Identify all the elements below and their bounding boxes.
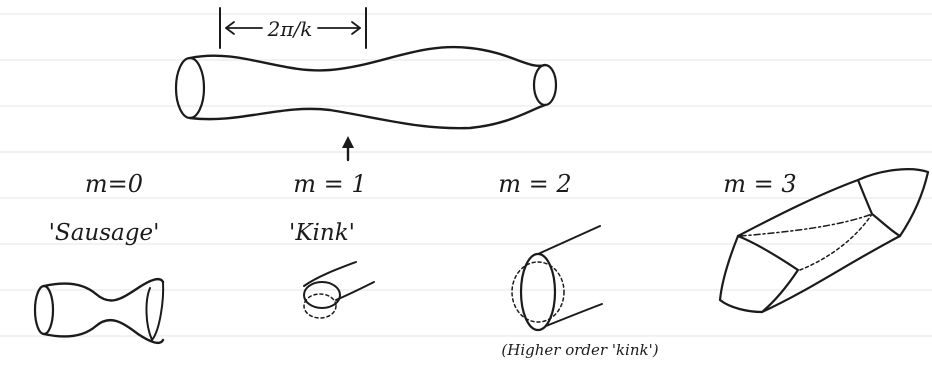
- triangular-tube-m3: [718, 168, 930, 314]
- ruled-lines: [0, 13, 932, 337]
- mode-label-3: m = 3: [723, 170, 796, 198]
- mode-label-1: m = 1: [293, 170, 366, 198]
- wavy-flux-tube: [174, 45, 558, 130]
- mode-name-0: 'Sausage': [49, 220, 160, 246]
- elliptic-tube-m2: [511, 225, 603, 332]
- up-arrow: [342, 136, 354, 162]
- mode-caption-2: (Higher order 'kink'): [501, 341, 658, 359]
- wavelength-marker: 2π/k: [219, 7, 367, 49]
- mode-label-2: m = 2: [498, 170, 571, 198]
- mode-name-1: 'Kink': [289, 220, 355, 246]
- wavelength-label: 2π/k: [267, 17, 313, 41]
- kink-tube-m1: [303, 261, 375, 319]
- mode-label-0: m=0: [85, 170, 143, 198]
- sausage-tube-m0: [33, 277, 165, 345]
